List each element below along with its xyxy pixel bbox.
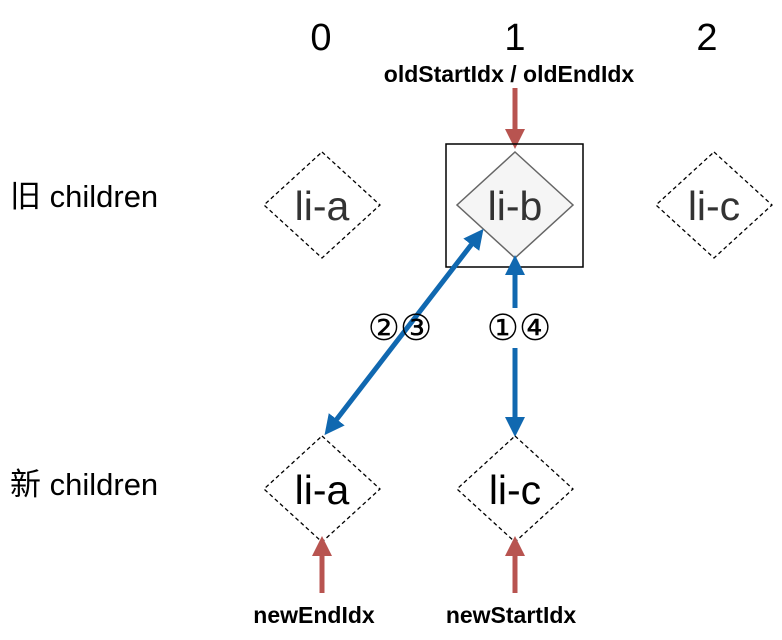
old-node-li-c: li-c: [655, 151, 773, 259]
new-node-li-c-text: li-c: [489, 467, 541, 513]
new-end-pointer-label: newEndIdx: [253, 602, 375, 628]
old-node-li-a-text: li-a: [295, 183, 350, 229]
index-label-1: 1: [504, 17, 525, 59]
new-node-li-a-text: li-a: [295, 467, 350, 513]
step-label-vertical-bg: [478, 308, 560, 348]
new-start-pointer-label: newStartIdx: [446, 602, 577, 628]
old-node-li-b: li-b: [455, 150, 575, 260]
index-label-2: 2: [696, 17, 717, 59]
compare-arrow-diagonal: [324, 228, 484, 436]
old-node-li-a: li-a: [263, 151, 381, 259]
old-node-li-c-text: li-c: [688, 183, 740, 229]
new-node-li-c: li-c: [456, 435, 574, 543]
index-label-0: 0: [310, 17, 331, 59]
new-children-label: 新 children: [10, 467, 158, 502]
step-label-vertical: ①④: [487, 308, 552, 349]
old-node-li-b-text: li-b: [488, 183, 543, 229]
old-children-label: 旧 children: [10, 179, 158, 214]
new-node-li-a: li-a: [263, 435, 381, 543]
step-label-diagonal: ②③: [368, 308, 433, 349]
old-start-end-pointer-label: oldStartIdx / oldEndIdx: [384, 61, 635, 87]
